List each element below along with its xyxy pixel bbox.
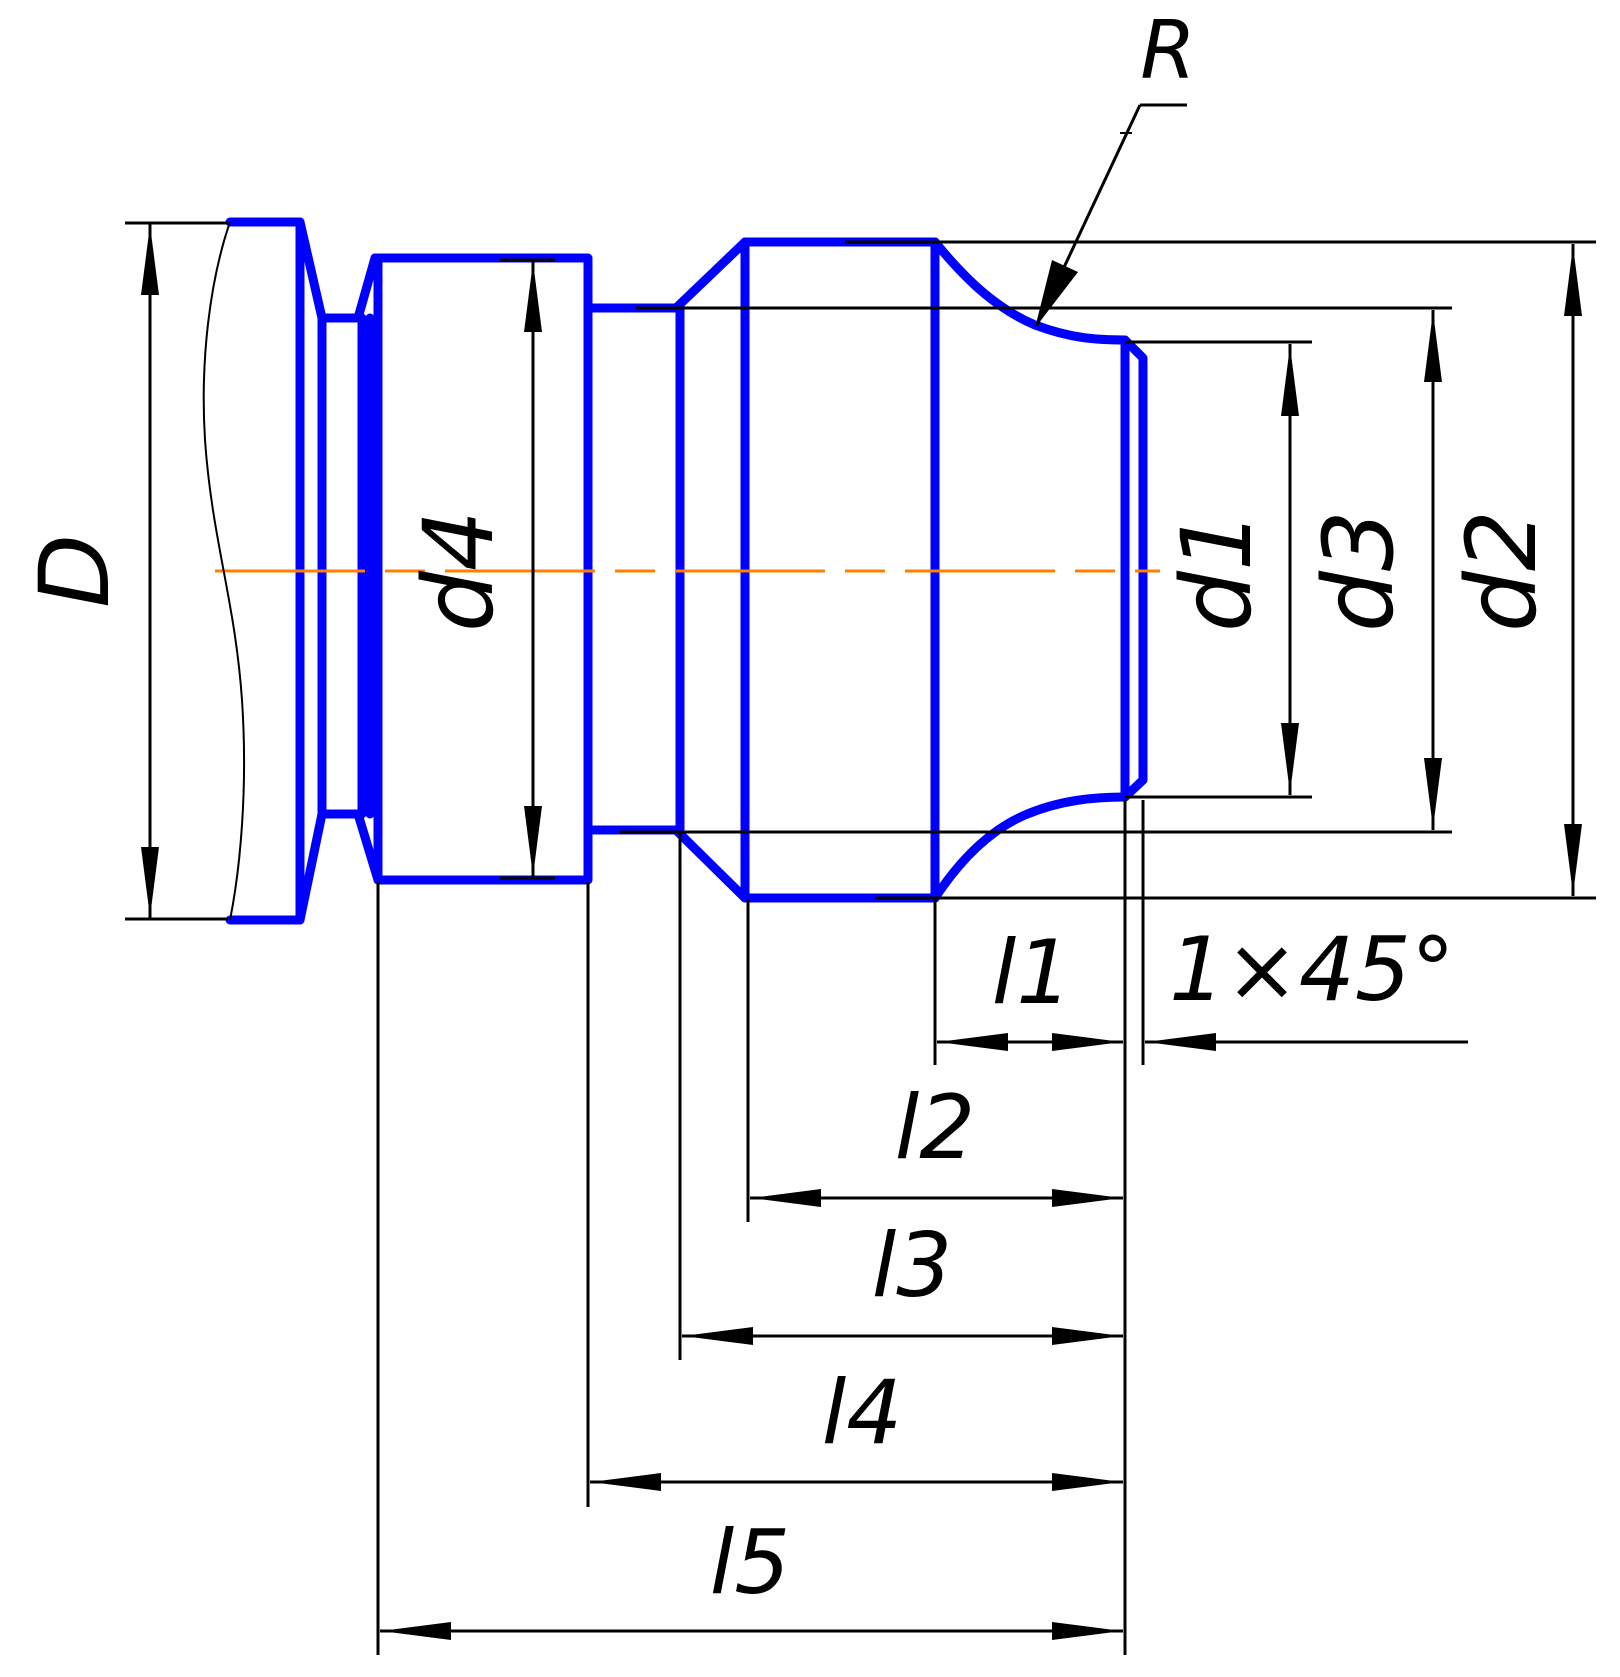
d4-arrow-top	[524, 262, 542, 332]
l1-arrow-left	[938, 1033, 1008, 1051]
d4-cylinder-outline	[370, 253, 593, 885]
d1-arrow-bottom	[1281, 723, 1299, 793]
d3-arrow-top	[1424, 312, 1442, 382]
diameter-dimensions	[125, 221, 1596, 921]
l2-arrow-right	[1052, 1189, 1122, 1207]
d1-end-chamfer	[1120, 335, 1148, 802]
label-l2: l2	[895, 1076, 975, 1179]
l4-arrow-left	[591, 1473, 661, 1491]
fillet-bottom	[930, 792, 1130, 903]
label-chamfer: 1×45°	[1169, 918, 1455, 1021]
flange-outline	[225, 217, 327, 925]
l5-arrow-right	[1052, 1622, 1122, 1640]
label-l3: l3	[872, 1214, 952, 1317]
label-l4: l4	[822, 1361, 902, 1464]
d4-arrow-bottom	[524, 806, 542, 876]
l4-arrow-right	[1052, 1473, 1122, 1491]
groove-outline	[317, 313, 367, 819]
label-l5: l5	[710, 1511, 790, 1614]
label-l1: l1	[992, 921, 1072, 1024]
cone-top	[671, 237, 940, 313]
l3-arrow-right	[1052, 1327, 1122, 1345]
label-R: R	[1140, 4, 1196, 97]
l3-arrow-left	[683, 1327, 753, 1345]
label-D: D	[19, 534, 131, 608]
D-arrow-top	[141, 225, 159, 295]
label-d4: d4	[403, 510, 515, 632]
radius-leader	[1035, 103, 1187, 328]
l5-arrow-left	[381, 1622, 451, 1640]
D-arrow-bottom	[141, 847, 159, 917]
d2-arrow-top	[1564, 246, 1582, 316]
label-d3: d3	[1303, 510, 1415, 632]
d2-arrow-bottom	[1564, 824, 1582, 894]
d3-arrow-bottom	[1424, 758, 1442, 828]
d1-arrow-top	[1281, 346, 1299, 416]
cone-bottom	[671, 825, 940, 903]
break-line	[202, 221, 246, 921]
l2-arrow-left	[751, 1189, 821, 1207]
label-d2: d2	[1446, 510, 1558, 632]
length-dimensions	[376, 800, 1468, 1655]
R-arrow	[1035, 260, 1078, 328]
chamfer-arrow	[1146, 1033, 1216, 1051]
labels: D d4 d1 d3 d2 R 1×45° l1 l2 l3 l4 l5	[19, 4, 1558, 1614]
l1-arrow-right	[1052, 1033, 1122, 1051]
fillet-top	[930, 237, 1130, 345]
label-d1: d1	[1161, 510, 1273, 632]
